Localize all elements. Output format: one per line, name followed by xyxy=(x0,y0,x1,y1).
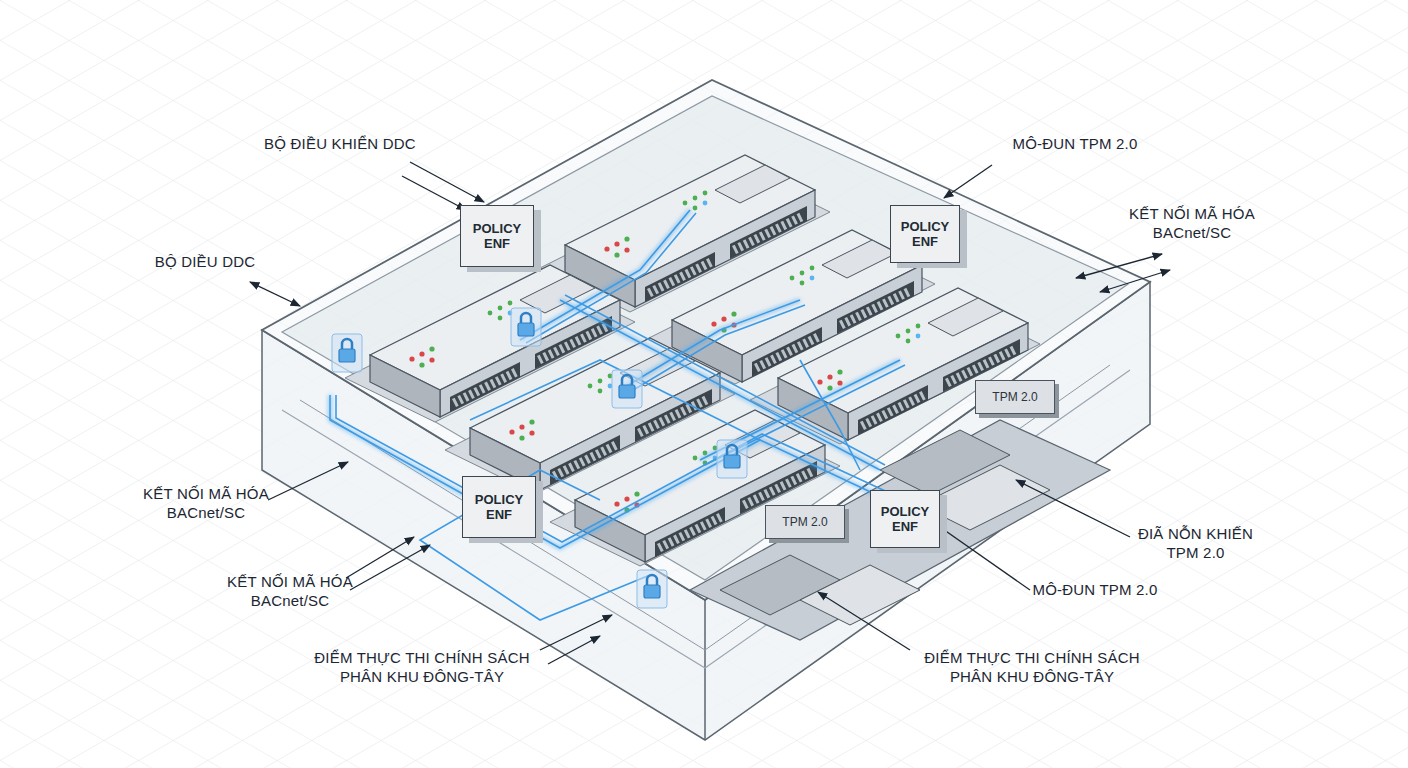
node-text: TPM 2.0 xyxy=(782,515,827,529)
callout-label: MÔ-ĐUN TPM 2.0 xyxy=(990,134,1160,153)
node-text: TPM 2.0 xyxy=(992,390,1037,404)
node-text: POLICY ENF xyxy=(465,221,529,251)
callout-label: BỘ ĐIỀU KHIỂN DDC xyxy=(240,134,440,153)
node-text: POLICY ENF xyxy=(895,219,955,249)
node-text: POLICY ENF xyxy=(875,504,935,534)
callout-label: BỘ DIỀU DDC xyxy=(140,252,270,271)
callout-label: KẾT NỐI MÃ HÓA BACnet/SC xyxy=(136,484,276,522)
callout-label: ĐIÃ NỖN KHIẾN TPM 2.0 xyxy=(1128,524,1263,562)
node-text: POLICY ENF xyxy=(467,492,531,522)
policy-enforcement-box: POLICY ENF xyxy=(460,205,534,267)
policy-enforcement-box: POLICY ENF xyxy=(462,476,536,538)
callout-label: MÔ-ĐUN TPM 2.0 xyxy=(1010,580,1180,599)
tpm-chip: TPM 2.0 xyxy=(975,380,1055,414)
callout-label: ĐIỂM THỰC THI CHÍNH SÁCH PHÂN KHU ĐÔNG-T… xyxy=(308,648,536,686)
callout-label: ĐIỂM THỰC THI CHÍNH SÁCH PHÂN KHU ĐÔNG-T… xyxy=(918,648,1146,686)
callout-label: KẾT NỐI MÃ HÓA BACnet/SC xyxy=(220,572,360,610)
policy-enforcement-box: POLICY ENF xyxy=(890,205,960,263)
callout-label: KẾT NỐI MÃ HÓA BACnet/SC xyxy=(1122,204,1262,242)
policy-enforcement-box: POLICY ENF xyxy=(870,490,940,548)
tpm-chip: TPM 2.0 xyxy=(765,505,845,539)
